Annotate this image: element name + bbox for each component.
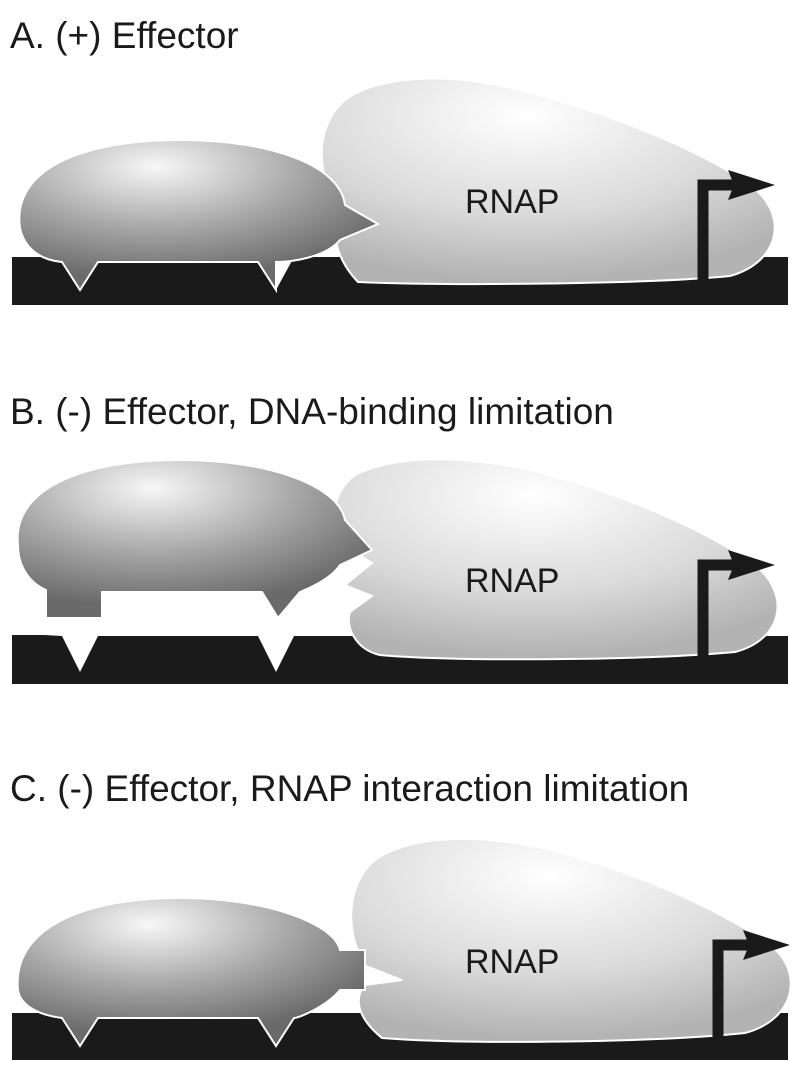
- transcription-start-arrow-icon: [697, 179, 745, 282]
- activator-body: [16, 896, 366, 1048]
- activator-body: [18, 138, 381, 294]
- rnap-label: RNAP: [465, 562, 559, 600]
- panel-b-diagram: RNAP: [12, 458, 788, 684]
- rnap-body: [334, 458, 779, 661]
- rnap-body: [350, 837, 792, 1043]
- arrowhead-icon: [743, 930, 790, 960]
- panel-a-title: A. (+) Effector: [10, 15, 239, 56]
- rnap-label: RNAP: [465, 183, 559, 221]
- transcription-start-arrow-icon: [697, 559, 745, 660]
- panel-c-diagram: RNAP: [12, 837, 792, 1060]
- rnap-label: RNAP: [465, 943, 559, 981]
- transcription-start-arrow-icon: [712, 939, 760, 1038]
- activator-body: [16, 458, 374, 620]
- panel-c-title: C. (-) Effector, RNAP interaction limita…: [10, 768, 690, 809]
- panel-b-title: B. (-) Effector, DNA-binding limitation: [10, 391, 614, 432]
- panel-a-diagram: RNAP: [12, 77, 788, 305]
- arrowhead-icon: [728, 170, 775, 200]
- arrowhead-icon: [728, 550, 775, 580]
